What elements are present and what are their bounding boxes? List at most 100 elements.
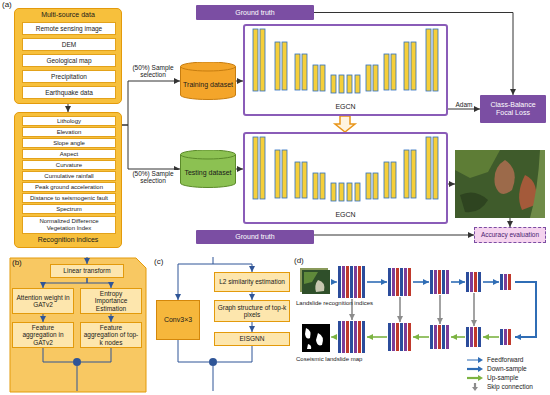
legend-swatch xyxy=(466,365,484,373)
data-group-box: Multi-source dataRemote sensing imageDEM… xyxy=(14,8,122,104)
feature-bar xyxy=(282,150,287,198)
layer-slab xyxy=(350,266,353,298)
network-box: EGCN xyxy=(243,24,448,116)
image-patch xyxy=(315,280,324,292)
bottleneck-arrow xyxy=(515,282,536,337)
feature-bar xyxy=(339,75,344,93)
layer-slab xyxy=(396,323,399,351)
feature-bar xyxy=(433,29,438,91)
layer-slab xyxy=(478,272,481,292)
output-map xyxy=(302,324,330,352)
legend-row: Feedforward xyxy=(466,355,533,364)
index-box: Geological map xyxy=(22,54,116,67)
edge-label: (50%) Sample selection xyxy=(128,64,178,78)
up-sample-arrow xyxy=(413,336,429,338)
legend: FeedforwardDown-sampleUp-sampleSkip conn… xyxy=(466,355,533,391)
process-box: Feature aggregation of top-k nodes xyxy=(80,322,142,348)
node-text: Ground truth xyxy=(235,9,274,17)
layer-slab xyxy=(354,266,357,298)
node-text: Precipitation xyxy=(51,73,87,80)
layer-slab xyxy=(358,266,361,298)
input-wire xyxy=(87,257,88,264)
index-box: Elevation xyxy=(22,127,116,137)
layer-slab xyxy=(446,325,449,349)
layer-slab xyxy=(388,268,391,296)
feature-bar xyxy=(366,173,371,199)
layer-slab xyxy=(392,268,395,296)
shadow-patch xyxy=(460,192,488,212)
layer-slab xyxy=(346,321,349,353)
feature-bar xyxy=(347,75,352,93)
feature-bar xyxy=(426,137,431,199)
label-box: Ground truth xyxy=(196,230,314,244)
node-text: Training dataset xyxy=(183,81,233,89)
feature-bar xyxy=(253,29,258,91)
layer-slab xyxy=(474,327,477,347)
output-arrow xyxy=(510,218,511,227)
legend-swatch xyxy=(466,356,484,364)
legend-arrow-head xyxy=(478,366,483,372)
image-patch xyxy=(304,272,318,284)
index-box: Spectrum xyxy=(22,204,116,214)
node-text: Peak ground acceleration xyxy=(35,184,103,191)
feature-bar xyxy=(373,173,378,199)
feature-bar xyxy=(275,42,280,90)
output-wire xyxy=(77,366,78,391)
node-text: Curvature xyxy=(56,162,82,169)
layer-slab xyxy=(500,274,503,290)
layer-slab xyxy=(388,323,391,351)
branch-wire xyxy=(252,264,253,272)
feature-bar xyxy=(391,54,396,90)
feature-bar xyxy=(391,162,396,198)
layer-slab xyxy=(504,329,507,345)
satellite-image xyxy=(455,150,545,218)
feature-bar xyxy=(411,150,416,198)
node-text: Cumulative rainfall xyxy=(44,173,93,180)
legend-row: Up-sample xyxy=(466,373,533,382)
connector xyxy=(252,322,253,332)
block-arrow xyxy=(335,116,355,132)
connector xyxy=(236,81,243,82)
legend-row: Skip connection xyxy=(466,382,533,391)
feedforward-arrow xyxy=(331,281,337,282)
evaluation-box: Accuracy evaluation xyxy=(474,227,546,243)
skip-arrow xyxy=(399,297,401,322)
layer-slab xyxy=(404,323,407,351)
feature-bar xyxy=(355,75,360,93)
connector xyxy=(111,314,112,322)
down-sample-arrow xyxy=(451,281,465,283)
node-text: Earthquake data xyxy=(45,89,93,96)
process-box: Graph structure of top-k pixels xyxy=(214,300,290,322)
node-text: Aspect xyxy=(60,151,78,158)
node-text: EGCN xyxy=(335,103,355,111)
layer-slab xyxy=(342,266,345,298)
layer-slab xyxy=(408,268,411,296)
node-text: Slope angle xyxy=(53,140,85,147)
feature-bar xyxy=(384,162,389,198)
layer-slab xyxy=(350,321,353,353)
node-text: Feature aggregation in GATv2 xyxy=(15,324,71,345)
cylinder-body xyxy=(181,62,236,100)
feature-bar xyxy=(313,173,318,199)
feature-bar xyxy=(295,54,300,90)
feature-bar xyxy=(433,137,438,199)
panel-label: (b) xyxy=(12,259,22,268)
vegetation-patch xyxy=(455,150,500,178)
process-box: EISGNN xyxy=(214,332,290,346)
down-sample-arrow xyxy=(413,281,429,283)
up-sample-arrow xyxy=(451,336,465,338)
image-caption: Landslide recognition indices xyxy=(296,300,373,307)
connector xyxy=(314,235,474,236)
node-text: Lithology xyxy=(57,118,81,125)
node-text: Accuracy evaluation xyxy=(481,231,539,238)
feature-bar xyxy=(366,65,371,91)
feature-bar xyxy=(302,162,307,198)
legend-text: Feedforward xyxy=(487,356,524,363)
node-text: Feature aggregation of top-k nodes xyxy=(83,324,139,345)
layer-slab xyxy=(342,321,345,353)
legend-text: Down-sample xyxy=(487,365,527,372)
skip-arrow xyxy=(473,293,475,326)
layer-slab xyxy=(500,329,503,345)
output-arrow xyxy=(331,336,337,337)
legend-arrow-head xyxy=(478,357,483,363)
